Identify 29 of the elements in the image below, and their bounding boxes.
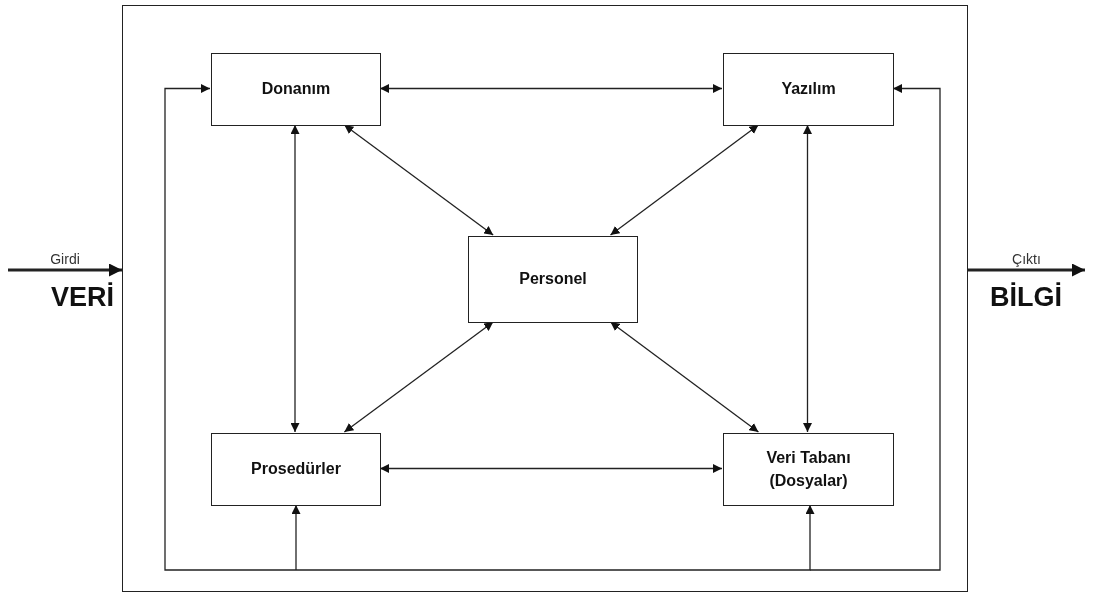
double-arrow	[379, 84, 723, 93]
flow-arrow	[8, 263, 122, 277]
flow-arrow	[968, 263, 1085, 277]
feedback-arrow	[295, 504, 815, 571]
double-arrow	[609, 321, 760, 433]
component-box	[211, 433, 381, 506]
double-arrow	[379, 464, 723, 473]
double-arrow	[609, 124, 760, 236]
system-frame	[122, 5, 968, 592]
double-arrow	[290, 124, 300, 433]
component-name: Veri Tabanı (Dosyalar)	[765, 448, 852, 491]
edge-label: Çıktı	[1010, 251, 1043, 267]
component-name: Yazılım	[781, 79, 836, 100]
component-box	[723, 53, 894, 126]
feedback-arrow	[164, 84, 297, 571]
edge-label: Girdi	[48, 251, 82, 267]
component-name: Donanım	[261, 79, 331, 100]
double-arrow	[803, 124, 812, 433]
component-box	[468, 236, 638, 323]
component-box	[723, 433, 894, 506]
double-arrow	[343, 124, 494, 236]
component-name: Prosedürler	[251, 459, 341, 480]
io-label: VERİ	[51, 282, 115, 314]
io-label: BİLGİ	[990, 282, 1062, 314]
component-name: Personel	[519, 269, 587, 290]
component-box	[211, 53, 381, 126]
double-arrow	[343, 321, 494, 433]
feedback-arrow	[291, 504, 301, 571]
feedback-arrow	[809, 84, 941, 571]
